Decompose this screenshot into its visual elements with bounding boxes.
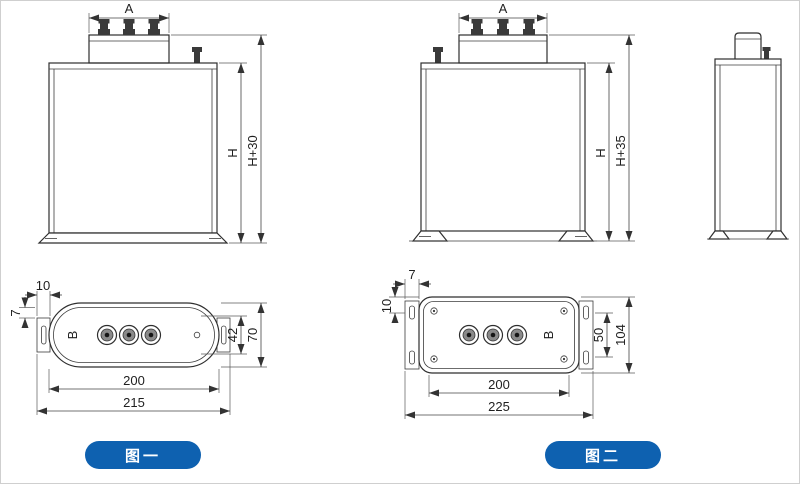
- terminal-icon: [471, 19, 535, 35]
- fig2-dim-a-label: A: [499, 1, 508, 16]
- figure1-button-label: 图一: [124, 447, 161, 465]
- fig1-dim-h30-label: H+30: [245, 135, 260, 166]
- fig2-dim-7-label: 7: [408, 267, 415, 282]
- fig1-dim-7-label: 7: [8, 309, 23, 316]
- fig1-dim-b-label: B: [65, 331, 80, 340]
- fig1-dim-a-label: A: [125, 1, 134, 16]
- corner-screw-icon: [430, 307, 568, 363]
- figure2-top-view: B 7 10 50 104 200 225: [379, 267, 635, 419]
- vent-bolt-icon: [192, 47, 202, 63]
- figure1-top-view: B 10 7 42 70 200 215: [8, 278, 267, 415]
- vent-bolt-icon: [433, 47, 443, 63]
- terminal-icon: [98, 19, 160, 35]
- fig2-dim-10-label: 10: [379, 299, 394, 313]
- figure2-button-label: 图二: [584, 447, 621, 465]
- figure2-front-view: A H H+35: [409, 1, 635, 242]
- fig1-dim-h-label: H: [225, 148, 240, 157]
- fig2-dim-225-label: 225: [488, 399, 510, 414]
- fig2-dim-200-label: 200: [488, 377, 510, 392]
- fig2-dim-h-label: H: [593, 148, 608, 157]
- fig2-dim-104-label: 104: [613, 324, 628, 346]
- fig2-dim-50-label: 50: [591, 328, 606, 342]
- fig1-dim-200-label: 200: [123, 373, 145, 388]
- fig2-dim-h35-label: H+35: [613, 135, 628, 166]
- vent-top-icon: [193, 331, 201, 339]
- fig1-dim-42-label: 42: [225, 328, 240, 342]
- fig1-dim-70-label: 70: [245, 328, 260, 342]
- figure2-button[interactable]: 图二: [545, 441, 661, 469]
- fig1-dim-10-label: 10: [36, 278, 50, 293]
- fig2-dim-b-label: B: [541, 331, 556, 340]
- terminal-top-icon: [458, 324, 528, 346]
- vent-bolt-icon: [762, 47, 771, 59]
- figure1-button[interactable]: 图一: [85, 441, 201, 469]
- figure1-front-view: A H H+30: [37, 1, 267, 244]
- fig1-dim-215-label: 215: [123, 395, 145, 410]
- figure2-side-view: [707, 32, 789, 240]
- terminal-top-icon: [96, 324, 162, 346]
